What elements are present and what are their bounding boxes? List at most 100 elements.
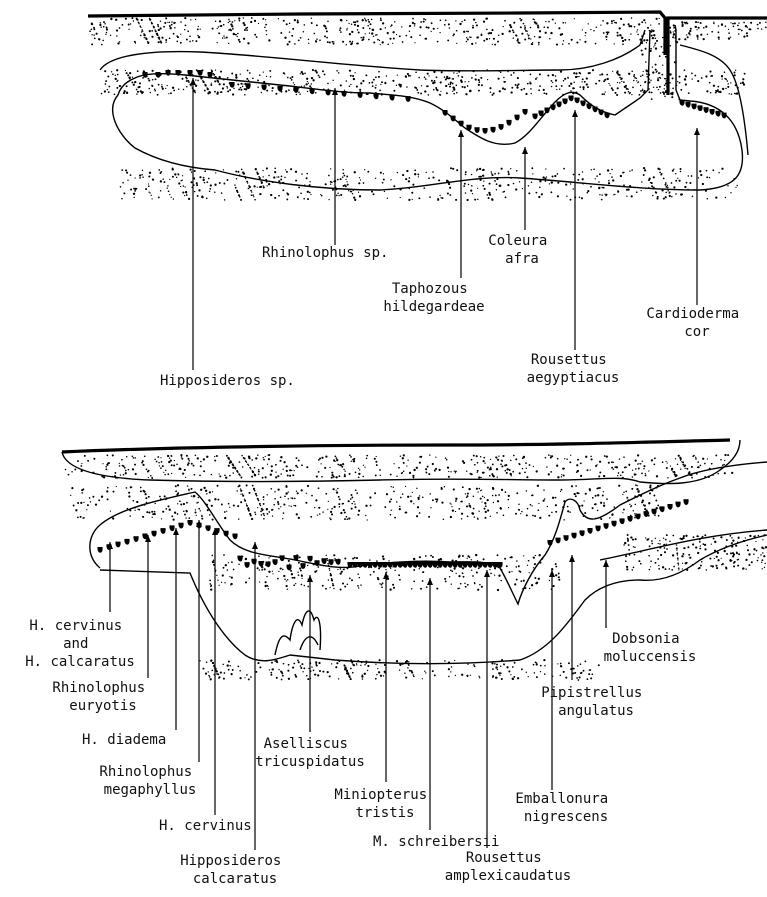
stipple-dot: [467, 31, 469, 33]
stipple-dot: [210, 84, 212, 86]
stipple-dot: [375, 664, 376, 665]
stipple-dot: [348, 23, 349, 24]
stipple-dot: [366, 458, 368, 460]
stipple-dot: [407, 460, 408, 461]
stipple-dot: [299, 93, 301, 95]
stipple-dot: [354, 171, 356, 173]
stipple-dot: [171, 197, 172, 198]
stipple-dot: [353, 458, 355, 460]
stipple-dot: [198, 36, 200, 38]
stipple-dot: [384, 191, 385, 192]
stipple-dot: [399, 669, 400, 670]
stipple-dot: [458, 508, 460, 510]
stipple-dot: [606, 194, 608, 196]
stipple-dot: [440, 81, 442, 83]
stipple-dot: [266, 34, 267, 35]
stipple-dot: [270, 76, 272, 78]
stipple-dot: [503, 77, 504, 78]
roosting-bat-icon: [580, 530, 584, 535]
stipple-dot: [223, 678, 225, 680]
stipple-dot: [103, 21, 105, 23]
stipple-dot: [101, 93, 103, 95]
stipple-dot: [623, 456, 625, 458]
stipple-dot: [73, 505, 75, 507]
stipple-dot: [563, 519, 564, 520]
stipple-dot: [707, 198, 709, 200]
stipple-dot: [630, 33, 631, 34]
stipple-dot: [182, 180, 183, 181]
stipple-dot: [532, 173, 533, 174]
stipple-dot: [539, 73, 541, 75]
stipple-dot: [183, 185, 185, 187]
stipple-dot: [342, 176, 344, 178]
stipple-dot: [452, 82, 454, 84]
stipple-dot: [391, 486, 392, 487]
stipple-dot: [570, 83, 572, 85]
label-m-schreibersii: M. schreibersii: [373, 834, 499, 850]
stipple-dot: [319, 670, 321, 672]
stipple-dot: [428, 177, 430, 179]
stipple-dot: [210, 184, 212, 186]
stipple-dot: [161, 84, 162, 85]
roosting-bat-icon: [176, 70, 180, 75]
stipple-dot: [89, 30, 91, 32]
stipple-dot: [717, 86, 719, 88]
stipple-dot: [232, 669, 234, 671]
stipple-dot: [378, 76, 380, 78]
stipple-dot: [218, 32, 220, 34]
stipple-dot: [232, 467, 234, 469]
stipple-dot: [748, 553, 750, 555]
stipple-dot: [668, 72, 669, 73]
stipple-dot: [630, 506, 631, 507]
stipple-dot: [229, 475, 231, 477]
stipple-dot: [389, 38, 391, 40]
stipple-dot: [393, 38, 395, 40]
stipple-dot: [360, 584, 361, 585]
roosting-bat-icon: [493, 562, 497, 567]
stipple-dot: [608, 462, 610, 464]
stipple-dot: [532, 44, 534, 46]
stipple-dot: [223, 35, 224, 36]
stipple-dot: [471, 459, 473, 461]
stipple-dot: [349, 454, 351, 456]
stipple-dot: [294, 674, 296, 676]
stipple-dot: [252, 194, 254, 196]
stipple-dot: [413, 503, 414, 504]
stipple-dot: [453, 488, 455, 490]
stipple-dot: [123, 474, 125, 476]
stipple-dot: [419, 568, 420, 569]
stipple-dot: [211, 474, 212, 475]
stipple-dot: [259, 193, 261, 195]
roosting-bat-icon: [301, 563, 305, 568]
stipple-dot: [259, 74, 261, 76]
stipple-dot: [316, 665, 318, 667]
stipple-dot: [632, 539, 634, 541]
stipple-dot: [369, 496, 371, 498]
stipple-dot: [221, 582, 222, 583]
stipple-dot: [176, 41, 178, 43]
stipple-dot: [477, 470, 479, 472]
stipple-dot: [526, 514, 528, 516]
roosting-bat-icon: [438, 562, 442, 567]
stipple-dot: [420, 21, 422, 23]
stipple-dot: [105, 466, 107, 468]
stipple-dot: [581, 81, 582, 82]
stipple-dot: [170, 27, 172, 29]
stipple-dot: [138, 23, 139, 24]
stipple-dot: [255, 671, 257, 673]
stipple-dot: [217, 499, 219, 501]
stipple-dot: [148, 512, 150, 514]
stipple-dot: [454, 568, 456, 570]
stipple-dot: [286, 23, 288, 25]
stipple-dot: [171, 455, 173, 457]
stipple-dot: [568, 662, 570, 664]
stipple-dot: [456, 92, 458, 94]
stipple-dot: [425, 672, 426, 673]
stipple-dot: [669, 73, 671, 75]
stipple-dot: [525, 93, 527, 95]
stipple-dot: [211, 555, 213, 557]
stipple-dot: [472, 27, 474, 29]
stipple-dot: [580, 462, 582, 464]
stipple-dot: [697, 552, 699, 554]
stipple-dot: [340, 572, 342, 574]
